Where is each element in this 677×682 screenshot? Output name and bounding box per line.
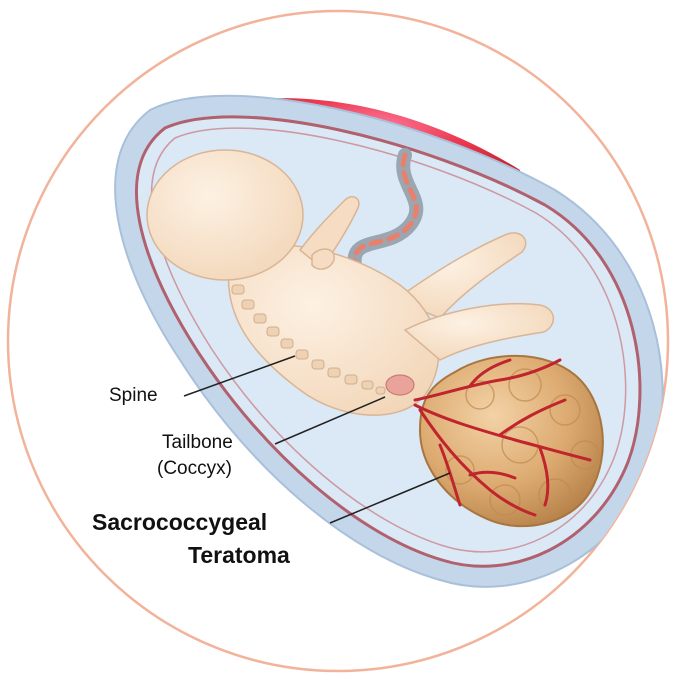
teratoma-label-line1: Sacrococcygeal xyxy=(92,509,267,535)
tailbone-label: Tailbone xyxy=(162,432,233,453)
fetus-head xyxy=(147,150,303,280)
spine-label: Spine xyxy=(109,385,158,406)
teratoma-label-line2: Teratoma xyxy=(188,542,290,568)
coccyx-label: (Coccyx) xyxy=(157,458,232,479)
coccyx-region xyxy=(386,375,414,395)
